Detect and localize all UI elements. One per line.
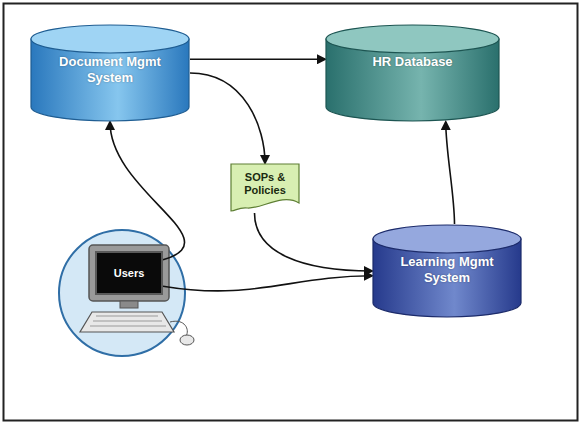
keyboard [80,312,174,332]
keyboard-keys [90,316,166,326]
cylinder-node: Learning Mgmt System [372,224,522,318]
node-label: HR Database [339,54,486,70]
mouse [180,335,194,345]
node-label: SOPs & Policies [235,171,295,197]
document-node: SOPs & Policies [230,163,300,213]
frame-border [4,4,578,421]
connector-arrow [190,58,325,60]
user-circle [59,230,185,356]
monitor-screen: Users [95,251,163,295]
connector-arrow [110,122,185,260]
node-label: Document Mgmt System [44,54,176,86]
monitor-bezel [89,245,169,301]
connector-arrow [190,73,265,163]
node-label: Learning Mgmt System [386,254,508,286]
connector-arrow [163,276,372,291]
cylinder-node-outline [325,24,500,122]
mouse-cable [170,321,187,336]
cylinder-node: HR Database [325,24,500,122]
connector-arrow [255,213,373,271]
cylinder-node: Document Mgmt System [30,24,190,122]
monitor-stand [120,301,138,308]
node-label: Users [114,267,145,280]
connector-arrow [446,122,455,224]
